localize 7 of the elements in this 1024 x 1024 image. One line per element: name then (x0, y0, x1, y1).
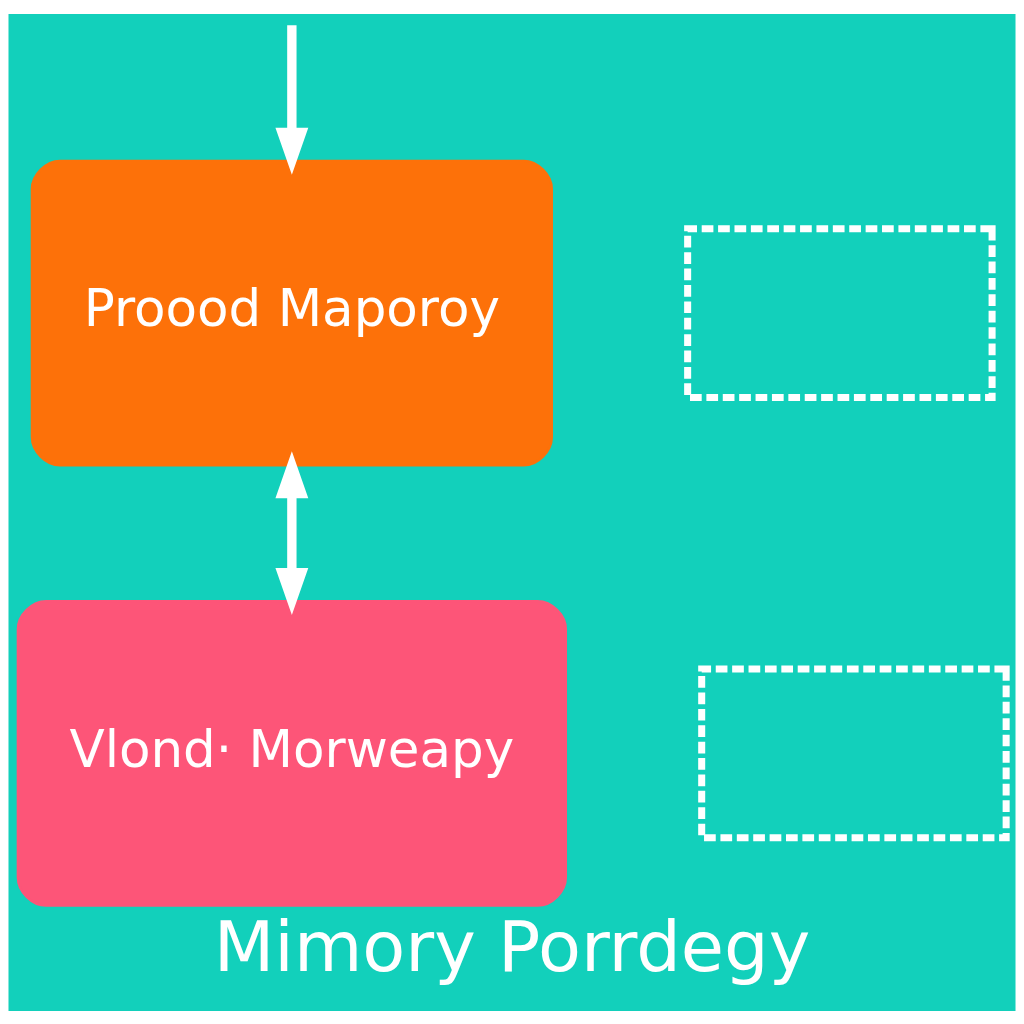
arrow (275, 450, 309, 615)
node-box: Proood Maporoy (30, 159, 553, 466)
arrow (275, 24, 309, 175)
node-box: Vlond· Morweapy (16, 599, 568, 907)
node-box (684, 224, 996, 401)
node-box (698, 665, 1010, 841)
caption: Mimory Porrdegy (213, 905, 811, 988)
